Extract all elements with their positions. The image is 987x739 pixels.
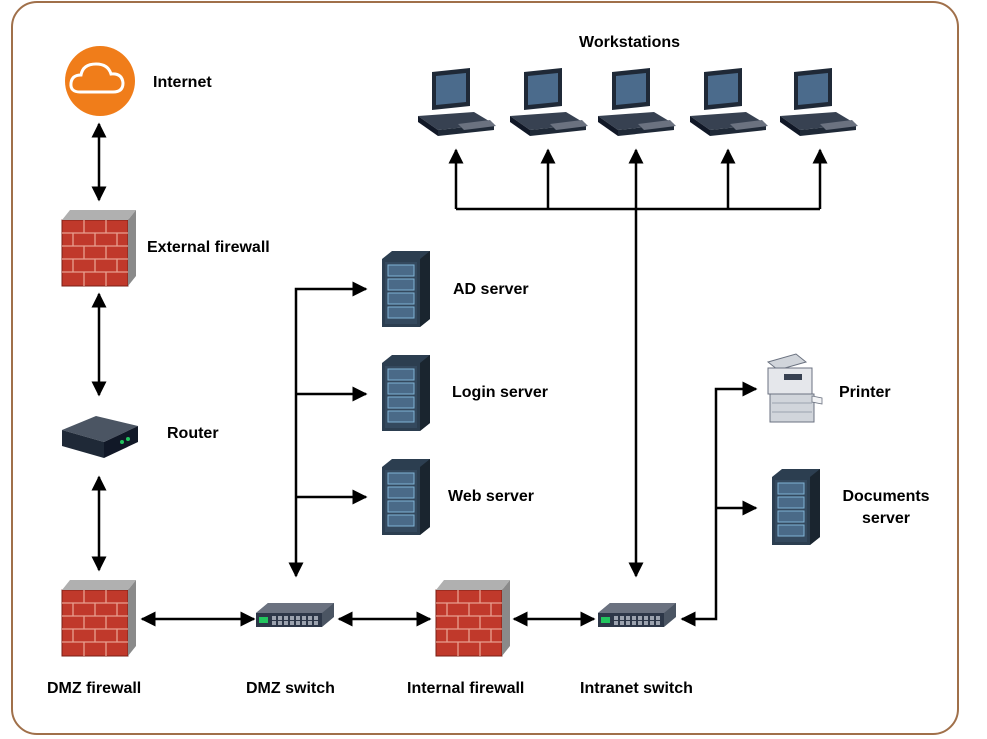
router-label: Router [167,425,219,442]
ad-server-icon [381,250,431,328]
intranet-switch-icon [598,603,676,627]
ad-server-label: AD server [453,281,529,298]
link-bus-adserver [294,281,368,394]
internal-firewall-label: Internal firewall [407,680,525,697]
link-bus-printer [714,381,758,508]
diagram-frame [11,1,959,735]
workstation-2-icon [510,68,588,136]
documents-server-icon [771,468,821,546]
cloud-icon [65,46,135,116]
workstation-3-icon [598,68,676,136]
link-intranetswitch-bus [680,508,718,627]
login-server-label: Login server [452,384,549,401]
dmz-firewall-icon [61,579,137,657]
workstations-label: Workstations [579,34,681,51]
workstation-5-icon [780,68,858,136]
dmz-switch-icon [256,603,334,627]
intranet-switch-label: Intranet switch [580,680,693,697]
documents-server-label-line2: server [861,510,911,527]
web-server-label: Web server [448,488,534,505]
internal-firewall-icon [435,579,511,657]
printer-copier-icon [766,353,823,423]
workstation-1-icon [418,68,496,136]
workstation-4-icon [690,68,768,136]
documents-server-label-line1: Documents [842,488,930,505]
dmz-firewall-label: DMZ firewall [47,680,142,697]
router-icon [62,416,138,458]
web-server-icon [381,458,431,536]
connectors [91,122,828,627]
external-firewall-label: External firewall [147,239,270,256]
login-server-icon [381,354,431,432]
dmz-switch-label: DMZ switch [246,680,335,697]
printer-label: Printer [839,384,891,401]
internet-label: Internet [153,74,212,91]
external-firewall-icon [61,209,137,287]
